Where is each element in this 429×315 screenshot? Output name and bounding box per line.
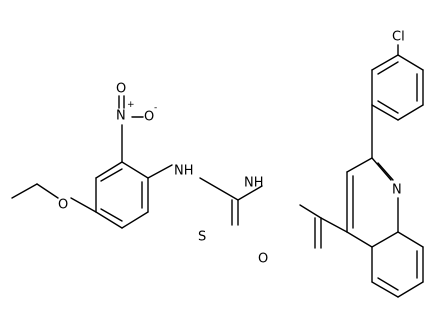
nitro-minus-charge: - (154, 103, 157, 113)
quinoline-benzo-ring (371, 231, 424, 298)
nitro-plus-charge: + (127, 100, 135, 110)
nitro-oxygen-right-label: O (144, 110, 154, 125)
nitro-group (118, 95, 144, 163)
ethoxy-group (11, 183, 97, 213)
chlorine-label: Cl (392, 30, 405, 45)
nitro-oxygen-top-label: O (116, 82, 126, 97)
nh-c-bond (237, 185, 263, 201)
nh-aryl-bond (147, 164, 173, 179)
chlorophenyl-ring (371, 44, 424, 121)
quinoline-nitrogen-label: N (392, 183, 402, 198)
nitro-nitrogen-label: N (116, 109, 126, 124)
sulfur-label: S (198, 230, 206, 245)
ether-oxygen-label: O (58, 198, 68, 213)
carbonyl-oxygen-label: O (258, 252, 268, 267)
amide-carbonyl (299, 204, 348, 249)
nh-left-label: NH (174, 164, 194, 179)
thiourea-core (199, 177, 239, 226)
nitrophenyl-ring (95, 161, 149, 229)
nh-right-label: NH (244, 176, 264, 191)
quinoline-pyridine-ring (346, 157, 399, 248)
